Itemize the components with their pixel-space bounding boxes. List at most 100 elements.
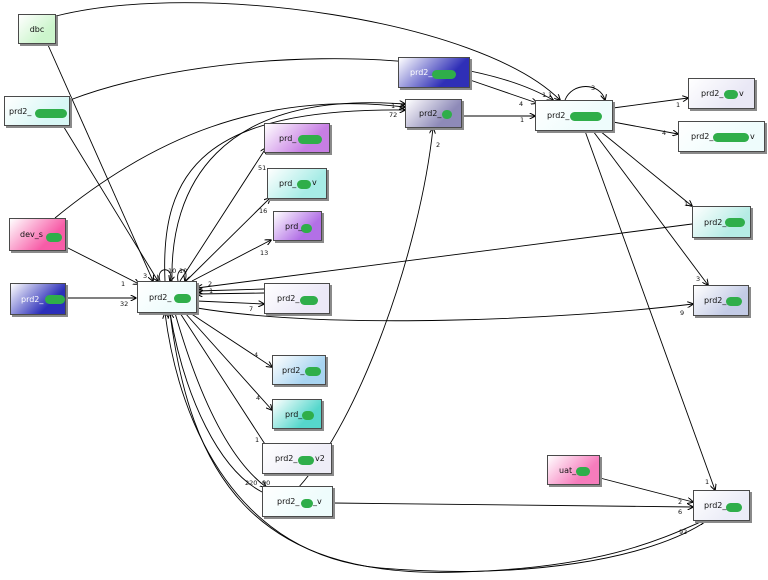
edge-hub-to-gray-72 xyxy=(164,110,405,282)
node-label: prd2_ xyxy=(9,106,32,116)
edge-label: 1 xyxy=(705,478,709,486)
node-label-suffix: _v xyxy=(313,497,322,506)
node-label: prd2_ xyxy=(704,296,727,305)
edge-hub-to-prd-purple2 xyxy=(191,240,271,282)
node-prd2-r5[interactable]: prd2_ xyxy=(693,490,750,521)
node-prd-teal[interactable]: prd_ xyxy=(272,399,322,429)
edge-label: 1 xyxy=(209,287,213,295)
redaction-mark xyxy=(713,133,749,142)
node-prd2-v-bottom[interactable]: prd2_ _v xyxy=(262,486,333,517)
node-prd2-gray[interactable]: prd2_ xyxy=(405,99,462,128)
node-label: dev_s xyxy=(20,230,43,239)
redaction-mark xyxy=(725,218,745,227)
node-prd2-center[interactable]: prd2_ xyxy=(535,100,613,131)
node-label: dbc xyxy=(29,24,45,34)
node-dev[interactable]: dev_s xyxy=(9,218,66,251)
node-label: prd2_ xyxy=(282,365,305,375)
redaction-mark xyxy=(300,296,318,305)
edge-center-to-r1 xyxy=(612,98,688,109)
edge-label: 6 xyxy=(678,508,682,516)
node-label: prd2_ xyxy=(704,501,727,510)
node-label: prd_ xyxy=(279,133,297,143)
edge-label: 4 xyxy=(519,100,523,108)
node-label: prd2_ xyxy=(277,294,300,303)
edge-label: 3 xyxy=(696,275,700,283)
redaction-mark xyxy=(432,70,456,79)
edge-prd2-left-to-hub xyxy=(61,123,158,281)
node-label: prd2_ xyxy=(704,217,727,227)
redaction-mark xyxy=(298,456,314,465)
node-prd2-blue-top[interactable]: prd2_ xyxy=(398,57,470,88)
edge-label: 10 xyxy=(168,267,176,275)
edge-blue-top-to-center xyxy=(469,79,537,103)
node-prd2-hub[interactable]: prd2_ xyxy=(137,281,197,313)
node-label: prd2_ xyxy=(547,111,570,120)
node-label-suffix: v xyxy=(312,178,317,187)
redaction-mark xyxy=(45,295,65,304)
node-prd-purple-1[interactable]: prd_ xyxy=(264,123,330,153)
edge-label: 1 xyxy=(548,91,552,99)
node-prd-purple-2[interactable]: prd_ xyxy=(273,211,322,241)
redaction-mark xyxy=(726,297,742,306)
edge-r3-to-hub xyxy=(197,223,693,288)
node-label: prd2_ xyxy=(21,294,44,304)
edge-label: 32 xyxy=(120,300,128,308)
node-prd2-v2[interactable]: prd2_ v2 xyxy=(262,443,332,474)
node-label: prd2_ xyxy=(701,89,724,98)
node-label: prd2_ xyxy=(691,132,714,141)
edge-label: 2 xyxy=(436,141,440,149)
edge-label: 1 xyxy=(391,102,395,110)
redaction-mark xyxy=(570,112,602,121)
edge-label: 2 xyxy=(678,498,682,506)
edge-uat-to-r5 xyxy=(599,477,693,502)
node-label: prd2_ xyxy=(275,454,298,463)
redaction-mark xyxy=(302,411,314,420)
edge-hub-to-lav-mid xyxy=(197,293,265,294)
node-label: prd2_ xyxy=(419,109,442,118)
edge-hub-to-v-bottom xyxy=(174,312,266,487)
edge-label: 4 xyxy=(254,351,258,359)
node-prd2-light-blue[interactable]: prd2_ xyxy=(272,355,326,385)
edge-hub-to-teal xyxy=(184,312,272,410)
edge-dev-to-hub xyxy=(65,246,139,284)
node-prd2-v-r1[interactable]: prd2_ v xyxy=(688,78,755,109)
edge-left-to-center xyxy=(69,58,553,100)
node-uat[interactable]: uat_ xyxy=(547,455,600,485)
redaction-mark xyxy=(301,499,313,508)
node-prd2-blue-left[interactable]: prd2_ xyxy=(10,283,66,315)
edge-label: 10 xyxy=(179,267,187,275)
node-dbc[interactable]: dbc xyxy=(18,14,56,44)
node-label: prd_ xyxy=(279,179,297,188)
node-prd2-r3[interactable]: prd2_ xyxy=(692,206,751,238)
node-prd2-v-r2[interactable]: prd2_ v xyxy=(678,121,765,152)
edge-label: 7 xyxy=(249,305,253,313)
edge-r5-to-hub xyxy=(165,313,709,572)
edge-dbc-to-center xyxy=(55,2,560,100)
redaction-mark xyxy=(298,135,322,144)
edge-label: 2 xyxy=(208,280,212,288)
edge-hub-to-gray-1 xyxy=(171,103,405,282)
edge-label: 51 xyxy=(258,164,266,172)
edge-label: 90 xyxy=(262,479,270,487)
edge-dev-to-gray xyxy=(54,104,405,219)
node-prd-v-teal[interactable]: prd_ v xyxy=(267,168,327,199)
node-prd2-lavender[interactable]: prd2_ xyxy=(264,283,330,314)
edge-hub-to-lav xyxy=(196,300,264,304)
edge-hub-to-lav-upper xyxy=(197,289,265,291)
redaction-mark xyxy=(301,224,312,233)
node-label: prd2_ xyxy=(277,497,300,506)
redaction-mark xyxy=(724,90,738,99)
edge-label: 1 xyxy=(684,200,688,208)
edge-center-to-r2 xyxy=(612,121,678,134)
node-prd2-left[interactable]: prd2_ xyxy=(4,96,70,126)
edge-label: 1 xyxy=(676,101,680,109)
redaction-mark xyxy=(726,503,742,512)
node-label-suffix: v2 xyxy=(315,454,325,463)
edge-label: 220 xyxy=(245,479,257,487)
edge-label: 3 xyxy=(591,84,595,92)
edge-label: 1 xyxy=(542,91,546,99)
edge-label: 4 xyxy=(256,394,260,402)
node-prd2-r4[interactable]: prd2_ xyxy=(693,285,749,316)
edge-label: 1 xyxy=(520,116,524,124)
